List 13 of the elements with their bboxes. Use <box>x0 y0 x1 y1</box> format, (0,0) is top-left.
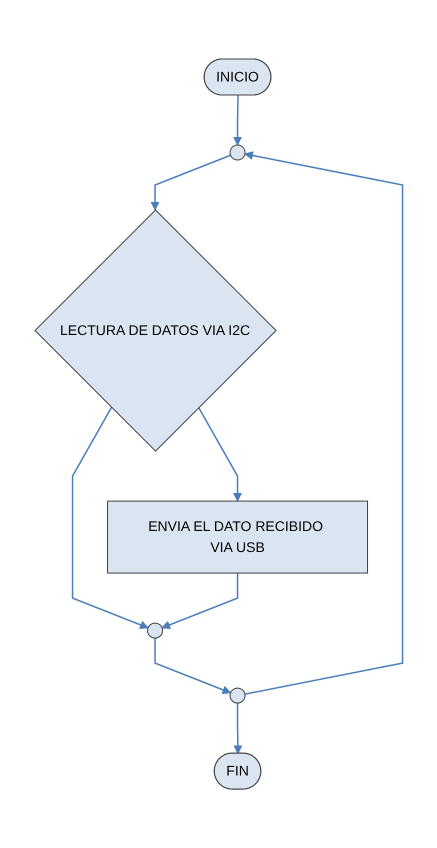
arrow <box>154 638 231 694</box>
node-circle <box>146 622 163 639</box>
arrow <box>198 407 242 502</box>
arrow <box>150 154 231 210</box>
node-diamond: LECTURA DE DATOS VIA I2C <box>34 209 277 452</box>
node-circle <box>229 144 246 160</box>
arrow <box>244 151 403 695</box>
arrow <box>233 703 242 754</box>
arrow <box>72 407 148 629</box>
arrow <box>232 95 242 146</box>
arrow <box>161 573 238 629</box>
node-circle <box>229 688 246 704</box>
node-box: ENVIA EL DATO RECIBIDO VIA USB <box>106 500 368 574</box>
